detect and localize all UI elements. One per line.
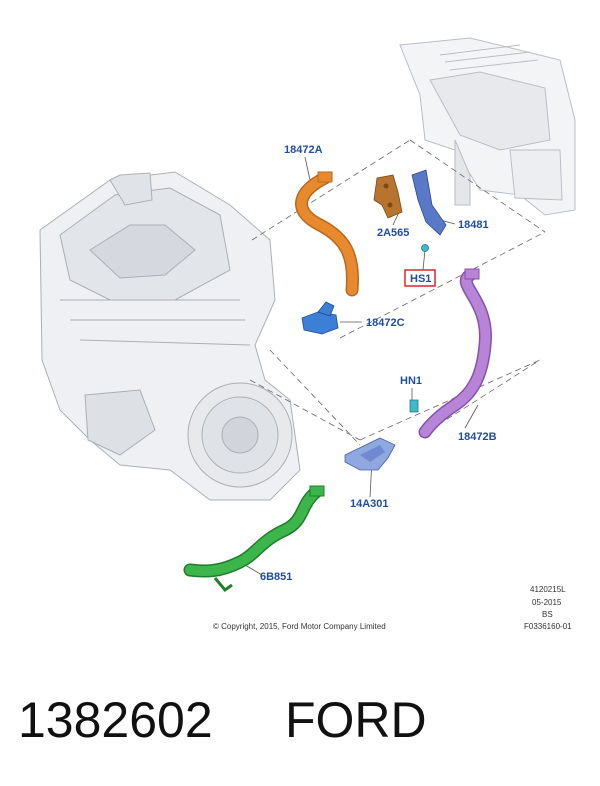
meta-line-3: BS [542, 610, 553, 619]
hose-6b851 [183, 485, 325, 593]
callout-14a301: 14A301 [350, 498, 389, 510]
label-leaders [244, 156, 479, 576]
footer-caption: 1382602 FORD [0, 688, 600, 758]
fastener-hn1 [409, 399, 419, 413]
parts-diagram: 18472A 2A565 18481 HS1 18472C HN1 18472B… [39, 37, 576, 631]
callout-18472a: 18472A [284, 144, 323, 156]
copyright-notice: © Copyright, 2015, Ford Motor Company Li… [213, 622, 386, 631]
heater-core-housing [399, 37, 576, 216]
connector-18472c [301, 301, 339, 335]
part-number: 1382602 [18, 692, 213, 748]
hs1-highlight-box [404, 269, 436, 287]
callout-6b851: 6B851 [260, 571, 292, 583]
callout-2a565: 2A565 [377, 227, 409, 239]
meta-line-4: F0336160-01 [524, 622, 572, 631]
callout-hs1: HS1 [410, 273, 431, 285]
engine-assembly [39, 171, 301, 501]
meta-line-2: 05-2015 [532, 598, 562, 607]
callout-18472b: 18472B [458, 431, 497, 443]
bracket-14a301 [344, 437, 396, 471]
fastener-hs1 [421, 244, 429, 252]
callout-hn1: HN1 [400, 375, 422, 387]
meta-line-1: 4120215L [530, 585, 566, 594]
brand-name: FORD [285, 692, 427, 748]
callout-18481: 18481 [458, 219, 489, 231]
leader-lines [249, 139, 546, 446]
hose-18472b [418, 268, 492, 439]
bracket-18481 [411, 169, 447, 236]
callout-18472c: 18472C [366, 317, 405, 329]
bracket-2a565 [373, 174, 403, 219]
hose-18472a [295, 171, 360, 297]
